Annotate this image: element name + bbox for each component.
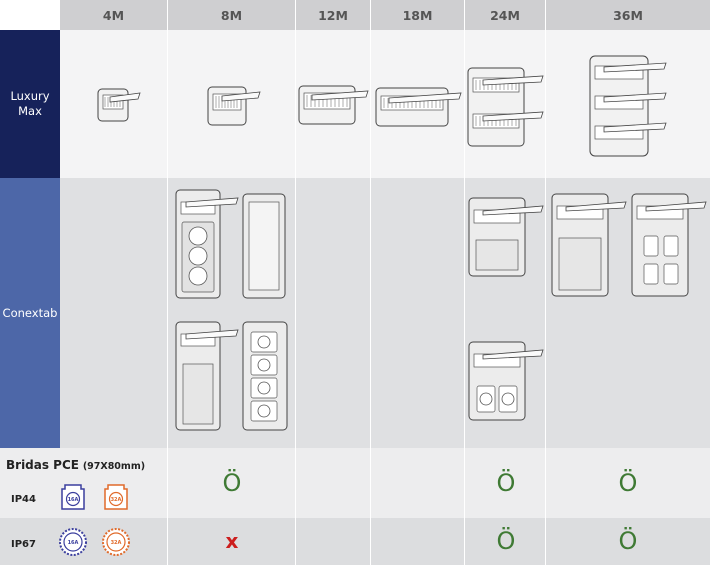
ip44-label: IP44 bbox=[11, 494, 36, 505]
luxury-12m-enclosure-icon bbox=[298, 85, 369, 125]
ip67-cell-24m bbox=[465, 518, 546, 565]
ip44-cell-8m bbox=[168, 448, 296, 518]
ip67-cell-18m bbox=[371, 518, 465, 565]
row-label-conextab-text: Conextab bbox=[2, 305, 58, 320]
socket-32a-ip67-icon: 32A bbox=[102, 528, 130, 556]
socket-16a-ip44-icon: 16A bbox=[61, 484, 85, 510]
luxury-4m-enclosure-icon bbox=[97, 88, 141, 122]
bridas-title: Bridas PCE (97X80mm) bbox=[6, 458, 145, 472]
ip44-cell-18m bbox=[371, 448, 465, 518]
socket-32a-ip44-label: 32A bbox=[111, 497, 122, 503]
col-header-4m: 4M bbox=[60, 0, 168, 30]
conextab-36m-sockets-enclosure-icon bbox=[631, 193, 707, 297]
col-header-12m: 12M bbox=[296, 0, 371, 30]
check-ip44-24m-icon: Ö bbox=[496, 469, 516, 497]
conextab-24m-panel-enclosure-icon bbox=[468, 197, 544, 277]
row-label-luxury-max-text: Luxury Max bbox=[10, 89, 50, 118]
col-header-18m: 18M bbox=[371, 0, 465, 30]
conextab-24m-sockets-enclosure-icon bbox=[468, 341, 544, 421]
check-ip67-36m-icon: Ö bbox=[618, 527, 638, 555]
corner-cell bbox=[0, 0, 60, 30]
luxury-24m-enclosure-icon bbox=[467, 67, 544, 147]
col-header-36m: 36M bbox=[546, 0, 710, 30]
ip44-cell-24m bbox=[465, 448, 546, 518]
socket-32a-ip44-icon: 32A bbox=[104, 484, 128, 510]
ip44-cell-36m bbox=[546, 448, 710, 518]
col-header-8m: 8M bbox=[168, 0, 296, 30]
check-ip44-8m-icon: Ö bbox=[222, 469, 242, 497]
bridas-title-text: Bridas PCE bbox=[6, 458, 79, 472]
con-cell-12m bbox=[296, 178, 371, 448]
ip67-cell-12m bbox=[296, 518, 371, 565]
con-cell-4m bbox=[60, 178, 168, 448]
ip67-cell-8m bbox=[168, 518, 296, 565]
luxury-8m-enclosure-icon bbox=[207, 86, 261, 126]
conextab-36m-panel-enclosure-icon bbox=[551, 193, 627, 297]
socket-16a-ip44-label: 16A bbox=[68, 497, 79, 503]
check-ip44-36m-icon: Ö bbox=[618, 469, 638, 497]
row-label-luxury-max: Luxury Max bbox=[0, 30, 60, 178]
conextab-8m-four-sockets-enclosure-icon bbox=[242, 321, 288, 431]
socket-16a-ip67-icon: 16A bbox=[59, 528, 87, 556]
conextab-8m-panel-enclosure-icon bbox=[175, 321, 239, 431]
check-ip67-24m-icon: Ö bbox=[496, 527, 516, 555]
row-label-conextab: Conextab bbox=[0, 178, 60, 448]
cross-ip67-8m-icon: x bbox=[225, 529, 239, 553]
conextab-8m-blank-enclosure-icon bbox=[242, 193, 286, 299]
con-cell-18m bbox=[371, 178, 465, 448]
col-header-24m: 24M bbox=[465, 0, 546, 30]
ip44-cell-12m bbox=[296, 448, 371, 518]
ip67-label: IP67 bbox=[11, 539, 36, 550]
bridas-dims: (97X80mm) bbox=[82, 461, 146, 472]
conextab-8m-sockets-enclosure-icon bbox=[175, 189, 239, 299]
socket-16a-ip67-label: 16A bbox=[68, 540, 79, 546]
luxury-18m-enclosure-icon bbox=[375, 87, 462, 127]
luxury-36m-enclosure-icon bbox=[589, 55, 667, 157]
socket-32a-ip67-label: 32A bbox=[111, 540, 122, 546]
ip67-cell-36m bbox=[546, 518, 710, 565]
